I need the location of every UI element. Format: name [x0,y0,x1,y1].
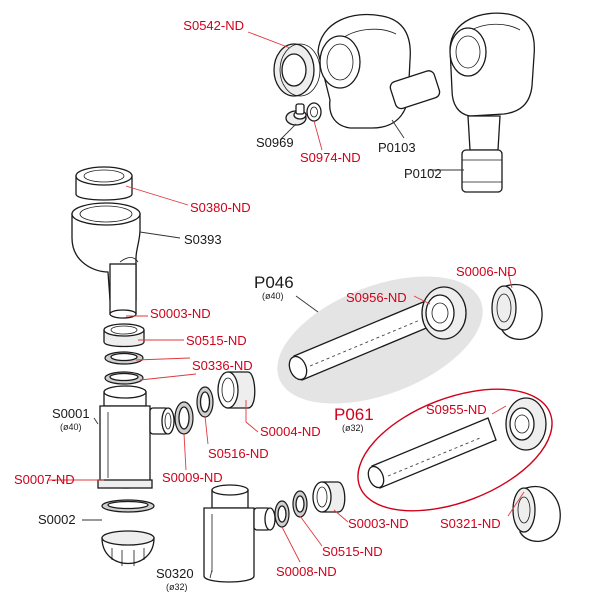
label-s0007: S0007-ND [14,472,75,487]
p0102-trap [449,12,536,193]
label-s0003-top: S0003-ND [150,306,211,321]
label-s0321: S0321-ND [440,516,501,531]
s0002-bowl [101,530,155,566]
label-s0955: S0955-ND [426,402,487,417]
s0969-screw [285,103,307,126]
s0006-cover [491,283,543,340]
label-s0393: S0393 [184,232,222,247]
label-p0102: P0102 [404,166,442,181]
label-p0103: P0103 [378,140,416,155]
p0103-trap [317,13,441,129]
p046-pipe [288,299,437,381]
label-p061-sub: (ø32) [342,423,364,433]
s0515-washer-bottom [292,490,308,518]
label-s0001: S0001 [52,406,90,421]
label-s0956: S0956-ND [346,290,407,305]
p061-pipe [367,417,497,489]
label-s0006: S0006-ND [456,264,517,279]
s0380-collar [75,166,133,201]
s0001-trap [97,385,175,489]
s0004-nut [217,371,256,409]
leader-lines-red [48,31,525,563]
label-s0003-bottom: S0003-ND [348,516,409,531]
label-s0320-sub: (ø32) [166,582,188,592]
s0974-washer [306,102,322,122]
s0003-nut-bottom [312,481,346,513]
s0008-gasket [274,500,290,528]
s0320-trap [203,484,276,583]
s0956-rosette [421,286,467,340]
p061-highlight [357,388,553,512]
label-s0009: S0009-ND [162,470,223,485]
label-s0008: S0008-ND [276,564,337,579]
label-s0004: S0004-ND [260,424,321,439]
label-s0002: S0002 [38,512,76,527]
s0955-rosette [505,397,547,451]
label-s0001-sub: (ø40) [60,422,82,432]
s0336-washer [104,371,144,385]
label-s0380: S0380-ND [190,200,251,215]
label-s0515-bottom: S0515-ND [322,544,383,559]
label-s0336: S0336-ND [192,358,253,373]
label-s0969: S0969 [256,135,294,150]
s0516-washer [196,386,214,418]
label-s0516: S0516-ND [208,446,269,461]
label-s0542: S0542-ND [183,18,244,33]
leader-lines-black [82,119,464,579]
s0007-oring [101,499,155,513]
s0393-elbow [71,202,141,319]
s0009-gasket [174,401,194,435]
s0003-nut-top [103,323,145,348]
label-p046: P046 [254,273,294,292]
s0515-washer-top [104,351,144,365]
label-s0974: S0974-ND [300,150,361,165]
s0542-nut [273,43,321,97]
s0321-cover [512,485,561,542]
label-s0515-top: S0515-ND [186,333,247,348]
label-p046-sub: (ø40) [262,291,284,301]
label-s0320: S0320 [156,566,194,581]
label-p061: P061 [334,405,374,424]
